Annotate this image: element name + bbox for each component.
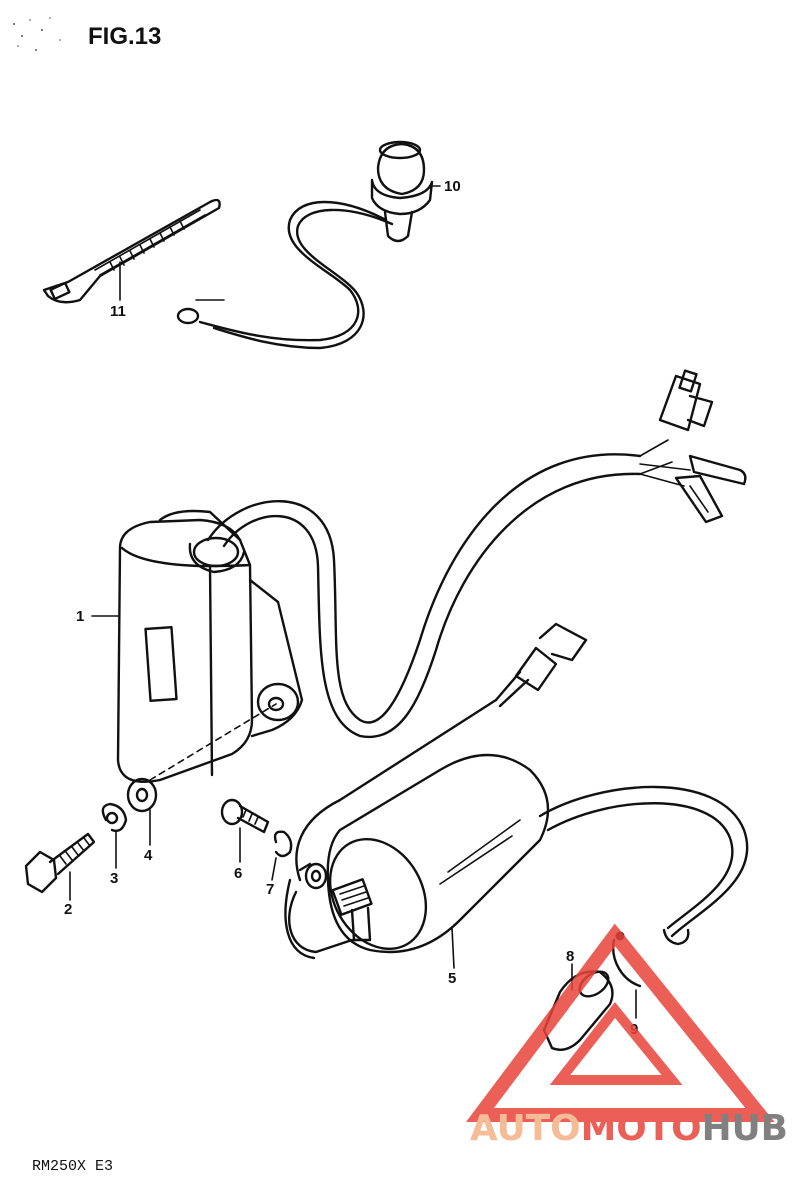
part-7-lock-washer xyxy=(271,830,293,881)
callout-1: 1 xyxy=(76,608,84,625)
connector-c xyxy=(674,474,724,524)
callout-10: 10 xyxy=(444,178,461,195)
callout-6: 6 xyxy=(234,865,242,882)
callout-8: 8 xyxy=(566,948,574,965)
part-6-screw xyxy=(220,798,270,863)
callout-2: 2 xyxy=(64,901,72,918)
coil-primary-wires xyxy=(284,622,588,960)
callout-11: 11 xyxy=(110,303,126,320)
figure-title: FIG.13 xyxy=(88,23,161,50)
cdi-wire-harness xyxy=(206,369,747,739)
part-3-lock-washer xyxy=(101,802,128,869)
connector-b xyxy=(688,454,747,486)
callout-5: 5 xyxy=(448,970,456,987)
part-5-ignition-coil xyxy=(298,753,550,969)
part-4-washer xyxy=(126,777,158,846)
part-11-cable-tie xyxy=(42,198,221,304)
watermark-triangle-icon xyxy=(466,923,775,1122)
watermark-inner-triangle-icon xyxy=(549,1001,683,1085)
watermark-text-moto: MOTO xyxy=(581,1108,702,1149)
watermark-logo: AUTOMOTOHUB xyxy=(466,923,788,1149)
callout-3: 3 xyxy=(110,870,118,887)
high-tension-lead xyxy=(538,785,749,946)
watermark-text-auto: AUTO xyxy=(470,1108,581,1149)
coil-terminal xyxy=(331,878,373,942)
part-2-bolt xyxy=(24,832,96,901)
watermark-text: AUTOMOTOHUB xyxy=(470,1108,788,1149)
watermark-text-hub: HUB xyxy=(702,1108,788,1149)
callout-7: 7 xyxy=(266,881,274,898)
model-code: RM250X E3 xyxy=(32,1158,113,1175)
part-10-engine-stop-switch xyxy=(176,140,441,350)
scan-speckle xyxy=(13,17,61,51)
connector-a xyxy=(658,369,714,432)
part-1-cdi-unit xyxy=(116,509,304,783)
callout-4: 4 xyxy=(144,847,153,864)
